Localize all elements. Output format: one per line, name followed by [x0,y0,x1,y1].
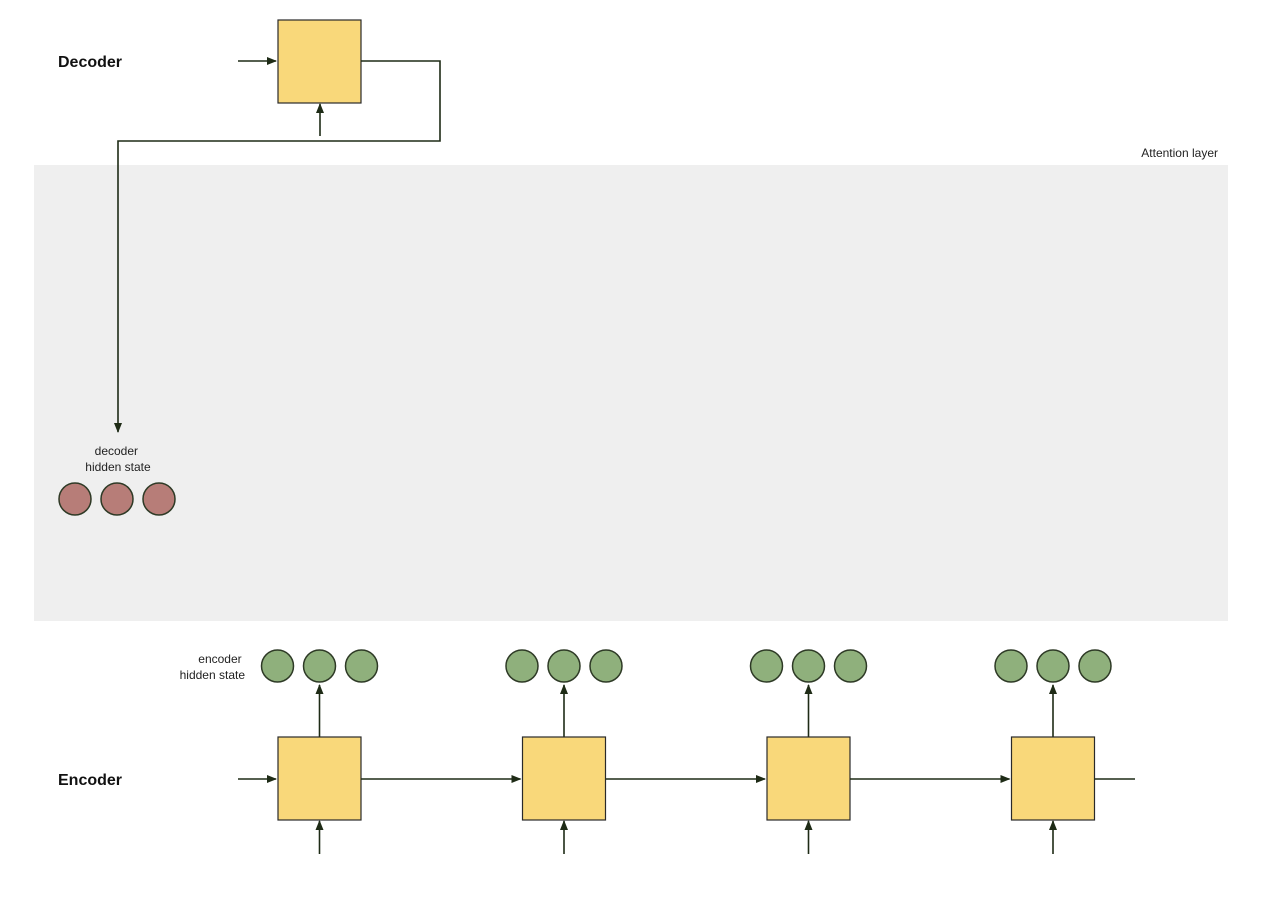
encoder-hidden-node [260,649,295,683]
encoder-rnn-cell [766,736,851,821]
encoder-hidden-node [749,649,784,683]
encoder-hidden-node [1036,649,1070,683]
encoder-hidden-node [791,649,826,683]
encoder-rnn-cell [521,736,607,821]
encoder-label: Encoder [58,772,122,789]
encoder-step [850,649,1112,854]
encoder-step [238,649,379,854]
decoder-hidden-state-label-line1: decoder [95,444,138,458]
encoder-hidden-node [302,649,337,683]
decoder-hidden-state-path [114,60,441,433]
encoder-hidden-node [833,649,868,683]
encoder-hidden-state-label-line2: hidden state [180,668,246,682]
decoder-label: Decoder [58,54,122,71]
encoder-hidden-node [547,649,581,683]
encoder-hidden-node [994,649,1028,683]
encoder-hidden-node [344,649,379,683]
encoder-rnn-cell [277,736,362,821]
decoder-hidden-state-label-line2: hidden state [85,460,151,474]
decoder-hidden-state-label: decoder hidden state [85,444,151,474]
encoder-hidden-state-label: encoder hidden state [180,652,246,682]
encoder-hidden-node [589,649,623,683]
encoder-rnn-cell [1010,736,1096,821]
encoder-step [361,649,623,854]
encoder-hidden-state-label-line1: encoder [198,652,241,666]
encoder-hidden-node [1078,649,1112,683]
decoder-rnn-cell [277,19,362,104]
decoder-hidden-state-vector [58,482,176,516]
attention-layer-region [34,165,1228,621]
attention-layer-label: Attention layer [1141,146,1218,160]
encoder-steps [238,649,1135,854]
encoder-hidden-node [505,649,539,683]
encoder-step [605,649,868,854]
decoder-hidden-node [142,482,176,516]
decoder-hidden-node [100,482,134,516]
decoder-hidden-node [58,482,92,516]
